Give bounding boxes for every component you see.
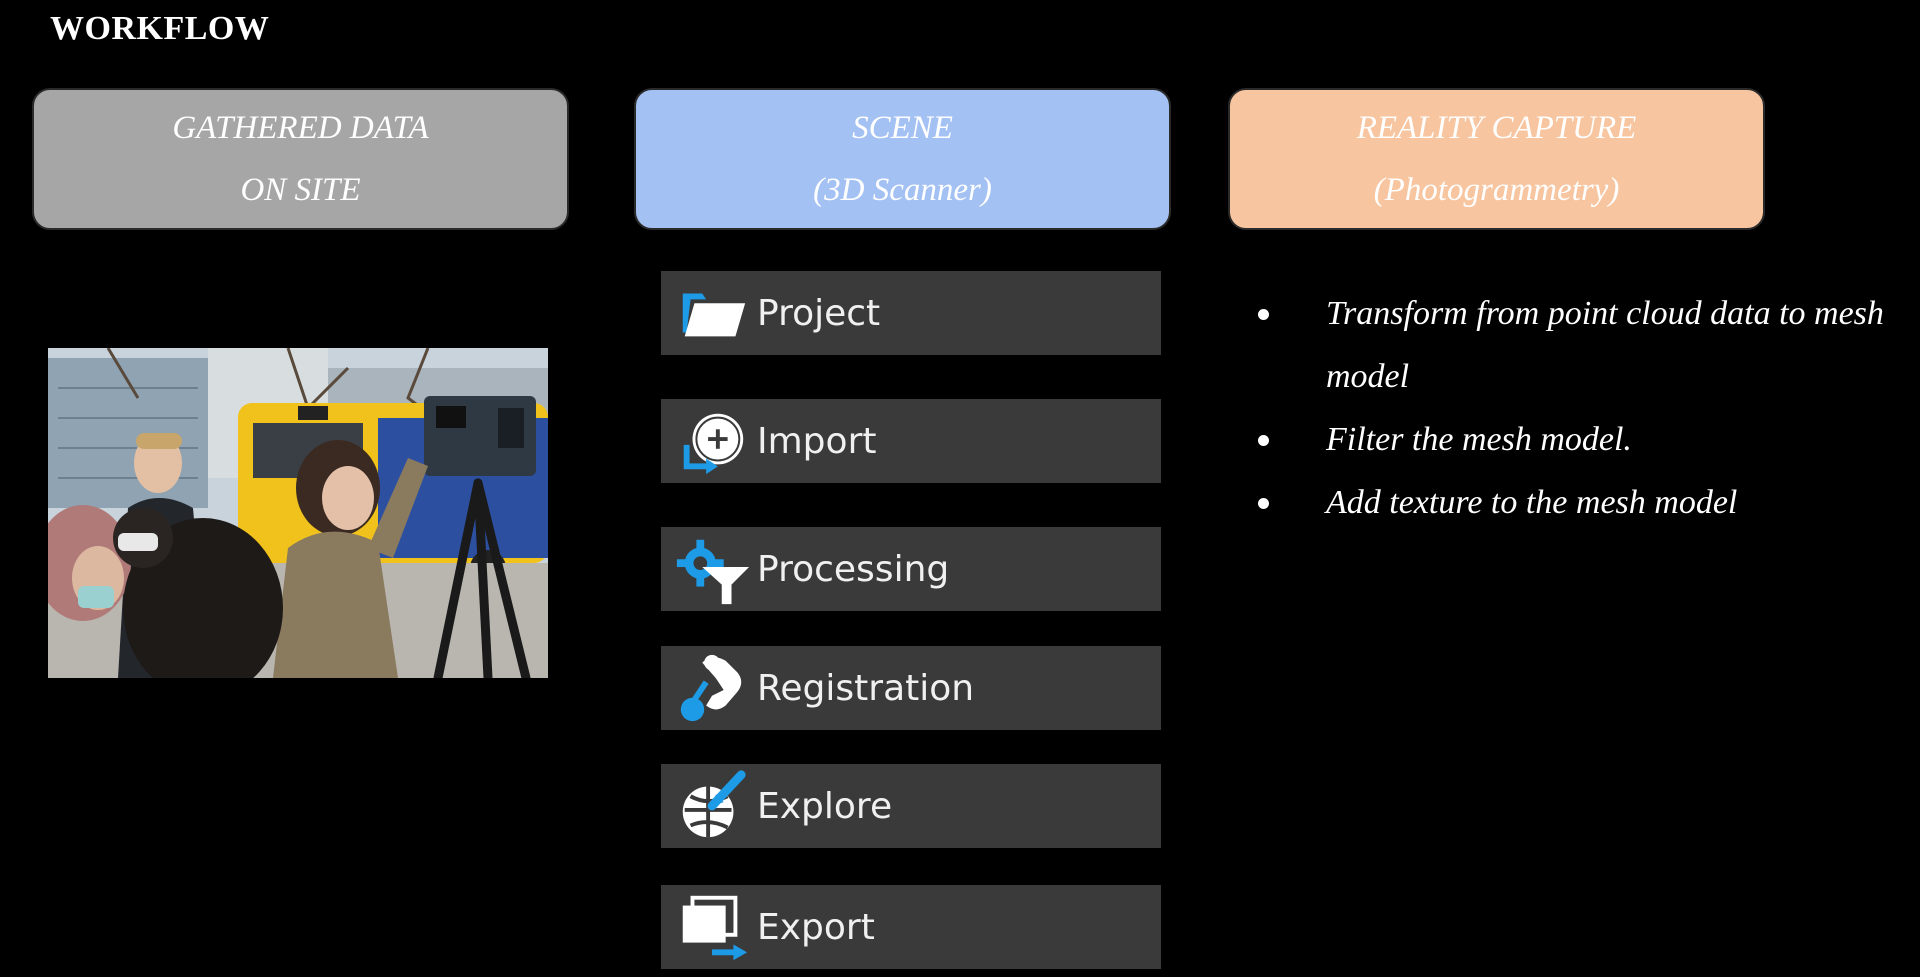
phase-reality-capture: REALITY CAPTURE (Photogrammetry) [1228, 88, 1765, 230]
menu-item-label: Processing [757, 549, 949, 590]
menu-item-label: Import [757, 421, 876, 462]
phase-gathered-line1: GATHERED DATA [172, 97, 428, 159]
explore-icon [673, 767, 751, 845]
site-photo [48, 348, 548, 678]
list-item: Transform from point cloud data to mesh … [1252, 282, 1912, 408]
list-item: Filter the mesh model. [1252, 408, 1912, 471]
export-icon [673, 888, 751, 966]
menu-item-registration[interactable]: Registration [661, 646, 1161, 730]
phase-reality-line2: (Photogrammetry) [1374, 159, 1620, 221]
menu-item-label: Explore [757, 786, 892, 827]
menu-item-label: Export [757, 907, 875, 948]
list-item: Add texture to the mesh model [1252, 471, 1912, 534]
phase-gathered-data: GATHERED DATA ON SITE [32, 88, 569, 230]
menu-item-export[interactable]: Export [661, 885, 1161, 969]
menu-item-label: Registration [757, 668, 974, 709]
import-icon [673, 402, 751, 480]
phase-scene-line2: (3D Scanner) [813, 159, 992, 221]
phase-reality-line1: REALITY CAPTURE [1357, 97, 1637, 159]
folder-icon [673, 274, 751, 352]
phase-scene: SCENE (3D Scanner) [634, 88, 1171, 230]
phase-scene-line1: SCENE [852, 97, 953, 159]
menu-item-explore[interactable]: Explore [661, 764, 1161, 848]
reality-steps-list: Transform from point cloud data to mesh … [1252, 282, 1912, 534]
menu-item-import[interactable]: Import [661, 399, 1161, 483]
menu-item-label: Project [757, 293, 880, 334]
menu-item-processing[interactable]: Processing [661, 527, 1161, 611]
site-photo-illustration [48, 348, 548, 678]
registration-icon [673, 649, 751, 727]
phase-gathered-line2: ON SITE [240, 159, 360, 221]
page-title: WORKFLOW [50, 10, 269, 48]
processing-icon [673, 530, 751, 608]
menu-item-project[interactable]: Project [661, 271, 1161, 355]
